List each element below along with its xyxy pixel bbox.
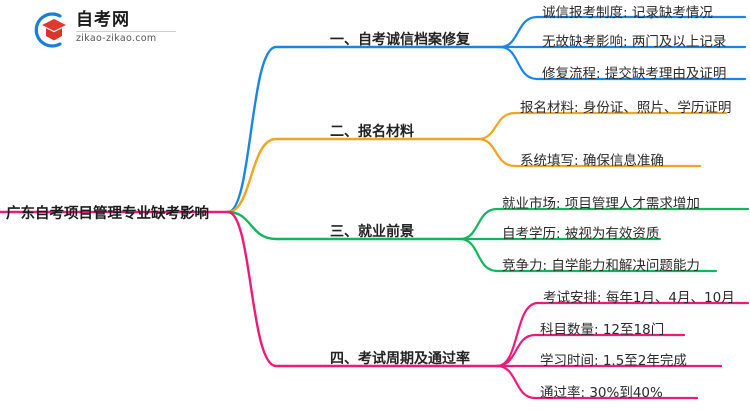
branch-label-4[interactable]: 四、考试周期及通过率 <box>330 351 470 367</box>
branch-label-1[interactable]: 一、自考诚信档案修复 <box>330 32 470 48</box>
logo-subtitle: zikao-zikao.com <box>76 33 157 44</box>
leaf-label-4-1[interactable]: 考试安排: 每年1月、4月、10月 <box>543 290 735 306</box>
branch-label-2[interactable]: 二、报名材料 <box>330 124 414 140</box>
root-node-label[interactable]: 广东自考项目管理专业缺考影响 <box>6 206 209 222</box>
trunk-line-branch-3 <box>226 210 327 241</box>
leaf-label-1-1[interactable]: 诚信报考制度: 记录缺考情况 <box>542 5 713 21</box>
leaf-label-1-3[interactable]: 修复流程: 提交缺考理由及证明 <box>542 66 727 82</box>
logo-title: 自考网 <box>76 10 130 30</box>
leaf-label-4-4[interactable]: 通过率: 30%到40% <box>540 385 663 401</box>
leaf-label-2-2[interactable]: 系统填写: 确保信息准确 <box>520 153 664 169</box>
leaf-label-4-2[interactable]: 科目数量: 12至18门 <box>540 322 665 338</box>
logo-text: 自考网 zikao-zikao.com <box>76 10 176 45</box>
leaf-label-3-1[interactable]: 就业市场: 项目管理人才需求增加 <box>502 196 700 212</box>
trunk-line-branch-1 <box>226 45 327 214</box>
trunk-line-branch-4 <box>226 210 327 368</box>
leaf-label-3-3[interactable]: 竞争力: 自学能力和解决问题能力 <box>502 258 700 274</box>
branch-label-3[interactable]: 三、就业前景 <box>330 224 414 240</box>
leaf-label-3-2[interactable]: 自考学历: 被视为有效资质 <box>502 226 660 242</box>
logo-divider <box>76 31 176 32</box>
site-logo: 自考网 zikao-zikao.com <box>30 8 190 52</box>
leaf-label-2-1[interactable]: 报名材料: 身份证、照片、学历证明 <box>520 100 732 116</box>
branch-2-leaf-connector-1 <box>476 111 728 141</box>
leaf-label-1-2[interactable]: 无故缺考影响: 两门及以上记录 <box>542 34 727 50</box>
leaf-label-4-3[interactable]: 学习时间: 1.5至2年完成 <box>540 353 687 369</box>
graduation-cap-in-circle-icon <box>34 12 66 48</box>
trunk-line-branch-2 <box>226 137 327 214</box>
